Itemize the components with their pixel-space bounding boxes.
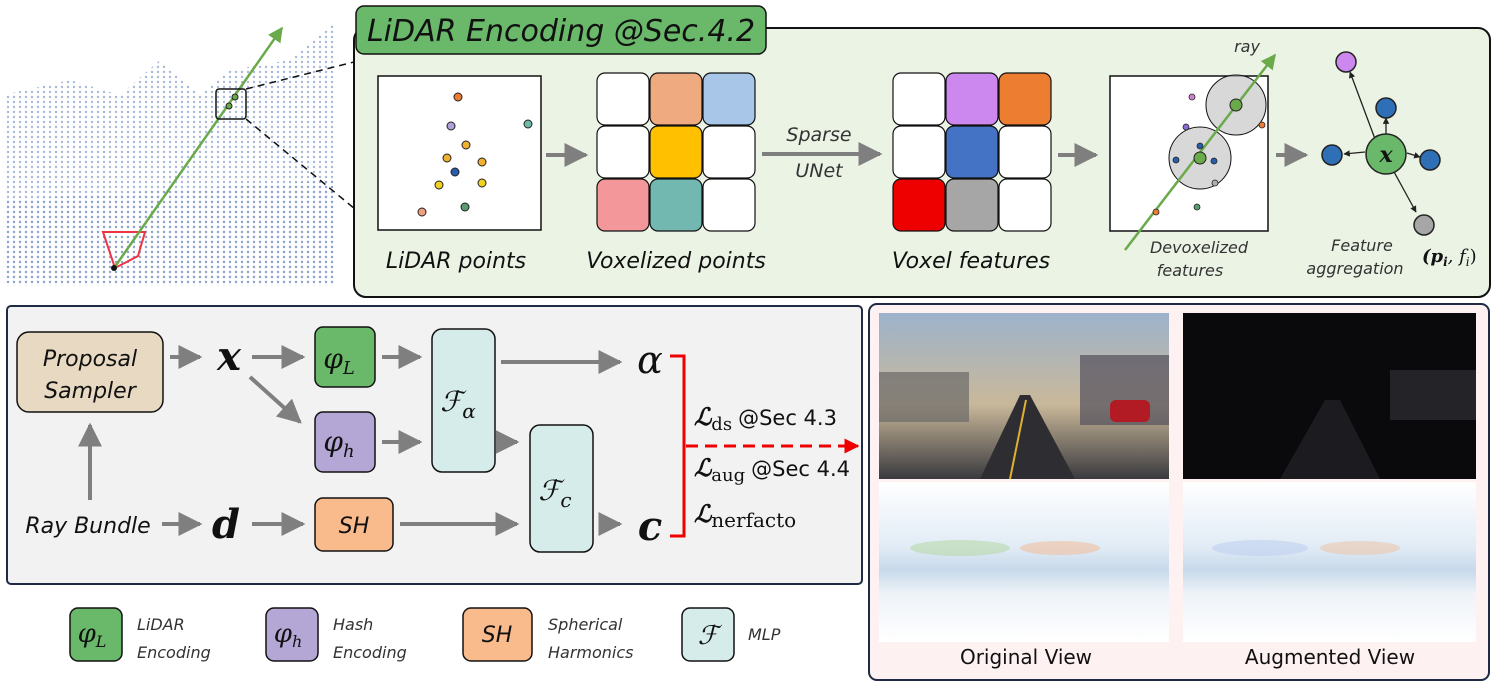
svg-text:φh: φh (274, 619, 303, 651)
loss-aug: ℒaug@Sec 4.4 (694, 453, 850, 486)
voxelized-points-grid (596, 72, 756, 232)
original-view-label: Original View (960, 645, 1092, 669)
legend-lidar-1: LiDAR (137, 615, 185, 634)
legend-sh-1: Spherical (548, 615, 623, 634)
original-depth-image (879, 482, 1169, 642)
point-cloud-image (3, 4, 379, 286)
ray-bundle-label: Ray Bundle (25, 514, 150, 539)
unet-label: UNet (795, 160, 844, 182)
lidar-points-label: LiDAR points (386, 249, 526, 274)
alpha-symbol: α (637, 338, 663, 382)
x-symbol: x (216, 333, 242, 380)
legend-lidar-2: Encoding (137, 643, 211, 662)
lidar-points-box (377, 75, 542, 231)
legend-sh-2: Harmonics (548, 643, 634, 662)
voxelized-points-label: Voxelized points (586, 249, 766, 274)
phi-l-box: φL (314, 326, 376, 388)
voxel-features-grid (892, 72, 1052, 232)
f-c-box: ℱc (529, 424, 594, 553)
legend-hash-2: Encoding (333, 643, 407, 662)
d-symbol: d (212, 501, 240, 548)
phi-h-box: φh (314, 411, 376, 473)
legend-hash-1: Hash (333, 615, 373, 634)
loss-bracket (670, 354, 686, 538)
sparse-label: Sparse (786, 124, 851, 146)
augmented-depth-image (1183, 482, 1476, 642)
loss-nerfacto: ℒnerfacto (694, 499, 796, 532)
legend: φL LiDAR Encoding φh Hash Encoding SH Sp… (69, 607, 781, 662)
devoxelized-features-box (1109, 53, 1276, 251)
legend-mlp: MLP (748, 625, 781, 644)
devoxelized-label-1: Devoxelized (1150, 238, 1249, 257)
f-alpha-box: ℱα (431, 328, 496, 473)
devoxelized-label-2: features (1157, 261, 1223, 280)
feature-aggregation-graph: x (1321, 51, 1441, 236)
proposal-label-1: Proposal (43, 347, 137, 372)
svg-text:φh: φh (323, 425, 354, 462)
ray-label: ray (1234, 37, 1260, 56)
original-view-image (879, 313, 1169, 480)
aggregation-center-node (1365, 133, 1407, 175)
center-node-label: x (1378, 142, 1393, 168)
sh-label: SH (339, 514, 370, 539)
sh-box: SH (314, 497, 394, 552)
arrow-x-to-phih (248, 375, 302, 424)
augmented-view-label: Augmented View (1245, 645, 1415, 669)
feature-aggregation-label-2: aggregation (1306, 259, 1403, 278)
c-symbol: c (638, 503, 662, 550)
augmented-view-image (1183, 313, 1476, 479)
svg-text:φL: φL (78, 619, 107, 651)
loss-ds: ℒds@Sec 4.3 (694, 402, 837, 435)
proposal-sampler-box: Proposal Sampler (16, 331, 164, 413)
point-feature-label: (pi, fi) (1422, 246, 1477, 269)
feature-aggregation-label-1: Feature (1331, 236, 1393, 255)
lidar-encoding-title: LiDAR Encoding @Sec.4.2 (367, 14, 755, 49)
lidar-encoding-title-badge (355, 5, 767, 55)
legend-sh-symbol: SH (482, 623, 513, 648)
proposal-label-2: Sampler (44, 379, 137, 404)
svg-text:φL: φL (323, 342, 355, 379)
voxel-features-label: Voxel features (892, 249, 1050, 274)
